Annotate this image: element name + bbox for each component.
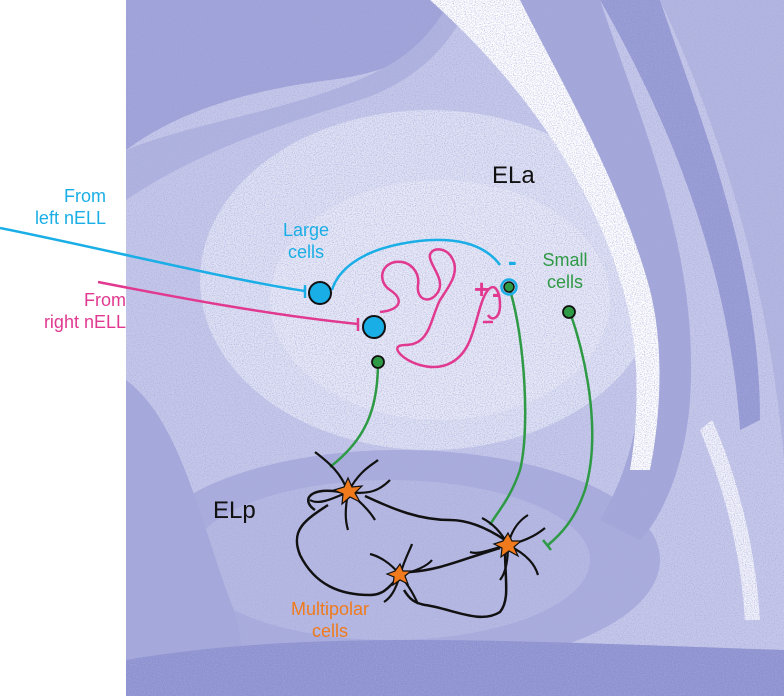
right-nell-label: From right nELL — [44, 289, 126, 333]
left-nell-input-axon — [0, 226, 502, 298]
left-nell-label-line1: From — [64, 186, 106, 206]
small-cell-axons — [329, 289, 594, 551]
tissue-background — [126, 0, 784, 696]
large-cells-label-line2: cells — [287, 242, 324, 262]
multipolar-cell-1 — [309, 451, 391, 531]
multipolar-cells-label-line2: cells — [311, 621, 348, 641]
right-nell-input-axon — [97, 248, 502, 369]
multipolar-cells-label: Multipolar cells — [282, 598, 378, 642]
small-cells-label-line1: Small — [542, 250, 588, 270]
left-nell-label-line2: left nELL — [34, 208, 106, 228]
small-cell-2-body — [503, 281, 515, 293]
small-cells-label: Small cells — [537, 249, 593, 293]
left-nell-label: From left nELL — [35, 185, 106, 229]
excitatory-sign: + — [474, 274, 490, 304]
region-label-elp: ELp — [213, 497, 256, 524]
right-nell-label-line1: From — [84, 290, 126, 310]
small-cell-3 — [562, 305, 576, 319]
large-cells-label: Large cells — [278, 219, 334, 263]
large-cell-2 — [362, 315, 386, 339]
large-cells-label-line1: Large — [282, 220, 330, 240]
multipolar-cells-label-line1: Multipolar — [290, 599, 370, 619]
multipolar-cell-3 — [369, 543, 433, 605]
right-nell-label-line2: right nELL — [43, 312, 126, 332]
large-cell-1 — [308, 281, 332, 305]
small-cell-2 — [500, 278, 518, 296]
inhibitory-sign-blue: - — [508, 246, 517, 276]
region-label-ela: ELa — [492, 162, 535, 189]
small-cells-label-line2: cells — [546, 272, 583, 292]
inhibitory-sign-magenta: - — [492, 278, 501, 308]
small-cell-1 — [371, 355, 385, 369]
multipolar-cell-2 — [469, 514, 546, 581]
